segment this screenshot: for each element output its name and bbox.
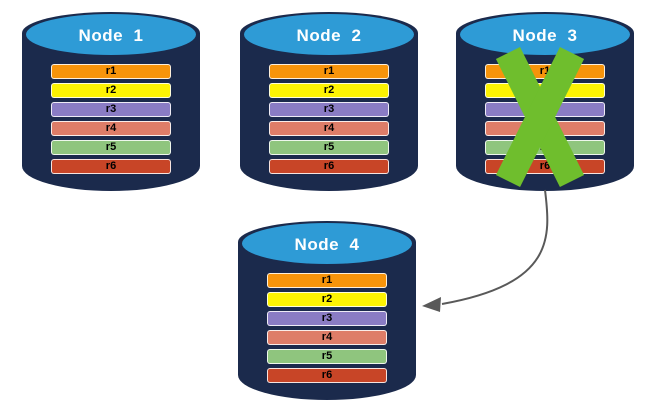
- row-label: r6: [105, 160, 117, 172]
- row-bar-r4: r4: [269, 121, 389, 136]
- row-bar-r5: r5: [51, 140, 171, 155]
- row-bar-r3: r3: [51, 102, 171, 117]
- row-bar-r4: r4: [51, 121, 171, 136]
- row-label: r4: [105, 122, 117, 134]
- row-label: r2: [323, 84, 335, 96]
- row-list: r1 r2 r3 r4 r5 r6: [267, 273, 387, 387]
- row-label: r5: [321, 350, 333, 362]
- row-label: r6: [539, 160, 551, 172]
- row-bar-r2: r2: [267, 292, 387, 307]
- row-label: r4: [321, 331, 333, 343]
- db-node-4: Node 4 r1 r2 r3 r4 r5 r6: [238, 221, 416, 400]
- row-label: r6: [323, 160, 335, 172]
- cylinder-top: Node 3: [460, 14, 630, 55]
- x-stroke: [495, 46, 585, 188]
- row-label: r1: [323, 65, 335, 77]
- row-label: r2: [105, 84, 117, 96]
- row-label: r3: [321, 312, 333, 324]
- row-label: r2: [321, 293, 333, 305]
- row-label: r3: [323, 103, 335, 115]
- row-bar-r1: r1: [51, 64, 171, 79]
- row-label: r3: [105, 103, 117, 115]
- failure-x-icon: [495, 46, 585, 188]
- row-label: r4: [323, 122, 335, 134]
- failover-arrow: [422, 189, 549, 312]
- row-bar-r2: r2: [51, 83, 171, 98]
- row-label: r6: [321, 369, 333, 381]
- row-list: r1 r2 r3 r4 r5 r6: [51, 64, 171, 178]
- row-list: r1 r2 r3 r4 r5 r6: [269, 64, 389, 178]
- row-bar-r2: r2: [269, 83, 389, 98]
- db-node-1: Node 1 r1 r2 r3 r4 r5 r6: [22, 12, 200, 191]
- row-label: r1: [105, 65, 117, 77]
- row-bar-r5: r5: [267, 349, 387, 364]
- row-bar-r4: r4: [267, 330, 387, 345]
- row-bar-r5: r5: [269, 140, 389, 155]
- cylinder-top: Node 4: [242, 223, 412, 264]
- arrow-head: [422, 297, 441, 312]
- cylinder-top: Node 2: [244, 14, 414, 55]
- row-label: r1: [321, 274, 333, 286]
- node-title: Node 2: [296, 25, 362, 45]
- cylinder-top: Node 1: [26, 14, 196, 55]
- row-bar-r1: r1: [267, 273, 387, 288]
- db-node-2: Node 2 r1 r2 r3 r4 r5 r6: [240, 12, 418, 191]
- row-bar-r3: r3: [269, 102, 389, 117]
- arrow-curve: [441, 189, 549, 305]
- row-bar-r1: r1: [269, 64, 389, 79]
- node-title: Node 3: [512, 25, 578, 45]
- row-bar-r6: r6: [267, 368, 387, 383]
- node-title: Node 4: [294, 234, 360, 254]
- row-bar-r6: r6: [51, 159, 171, 174]
- row-label: r5: [323, 141, 335, 153]
- node-title: Node 1: [78, 25, 144, 45]
- row-bar-r3: r3: [267, 311, 387, 326]
- row-label: r5: [105, 141, 117, 153]
- row-label: r1: [539, 65, 551, 77]
- row-bar-r6: r6: [269, 159, 389, 174]
